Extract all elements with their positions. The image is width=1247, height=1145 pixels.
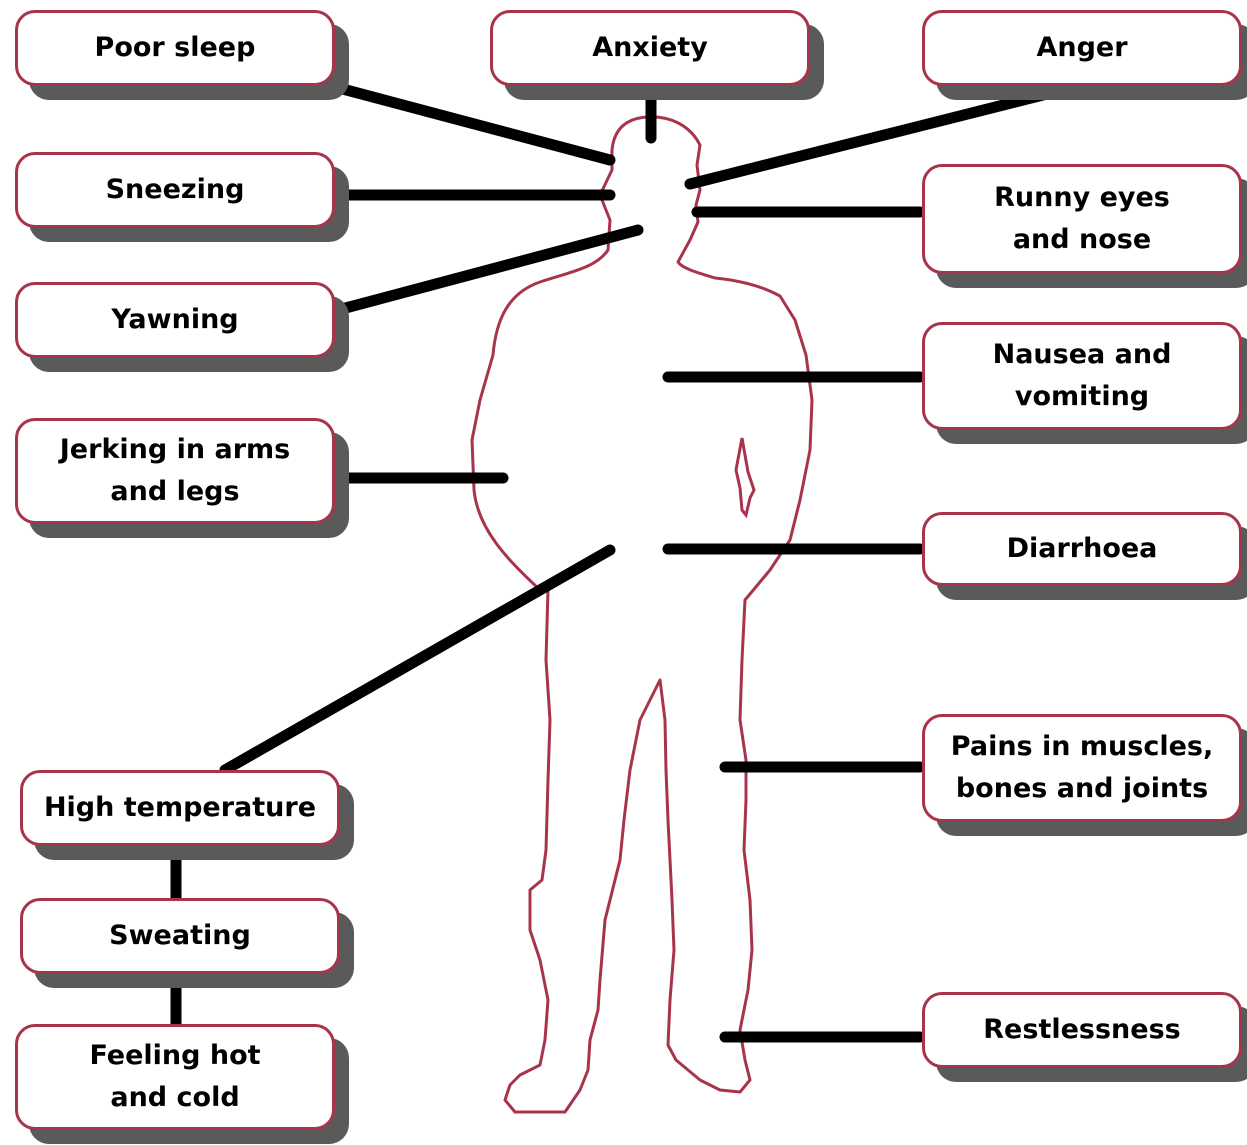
connector-yawning xyxy=(332,224,644,316)
connector-lines xyxy=(170,77,1069,1043)
connector-poor-sleep xyxy=(314,77,616,166)
label-runny-eyes: Runny eyes and nose xyxy=(922,164,1242,274)
label-anger: Anger xyxy=(922,10,1242,86)
label-high-temperature: High temperature xyxy=(20,770,340,846)
label-poor-sleep: Poor sleep xyxy=(15,10,335,86)
hand-detail xyxy=(734,437,756,519)
label-diarrhoea: Diarrhoea xyxy=(922,512,1242,586)
label-feeling-hot-cold: Feeling hot and cold xyxy=(15,1024,335,1130)
label-restlessness: Restlessness xyxy=(922,992,1242,1068)
connector-high-temperature xyxy=(219,544,616,776)
connector-anger xyxy=(684,84,1069,190)
label-yawning: Yawning xyxy=(15,282,335,358)
label-pains: Pains in muscles, bones and joints xyxy=(922,714,1242,822)
label-anxiety: Anxiety xyxy=(490,10,810,86)
label-sneezing: Sneezing xyxy=(15,152,335,228)
label-nausea: Nausea and vomiting xyxy=(922,322,1242,430)
label-jerking: Jerking in arms and legs xyxy=(15,418,335,524)
body-silhouette xyxy=(470,115,814,1114)
label-sweating: Sweating xyxy=(20,898,340,974)
